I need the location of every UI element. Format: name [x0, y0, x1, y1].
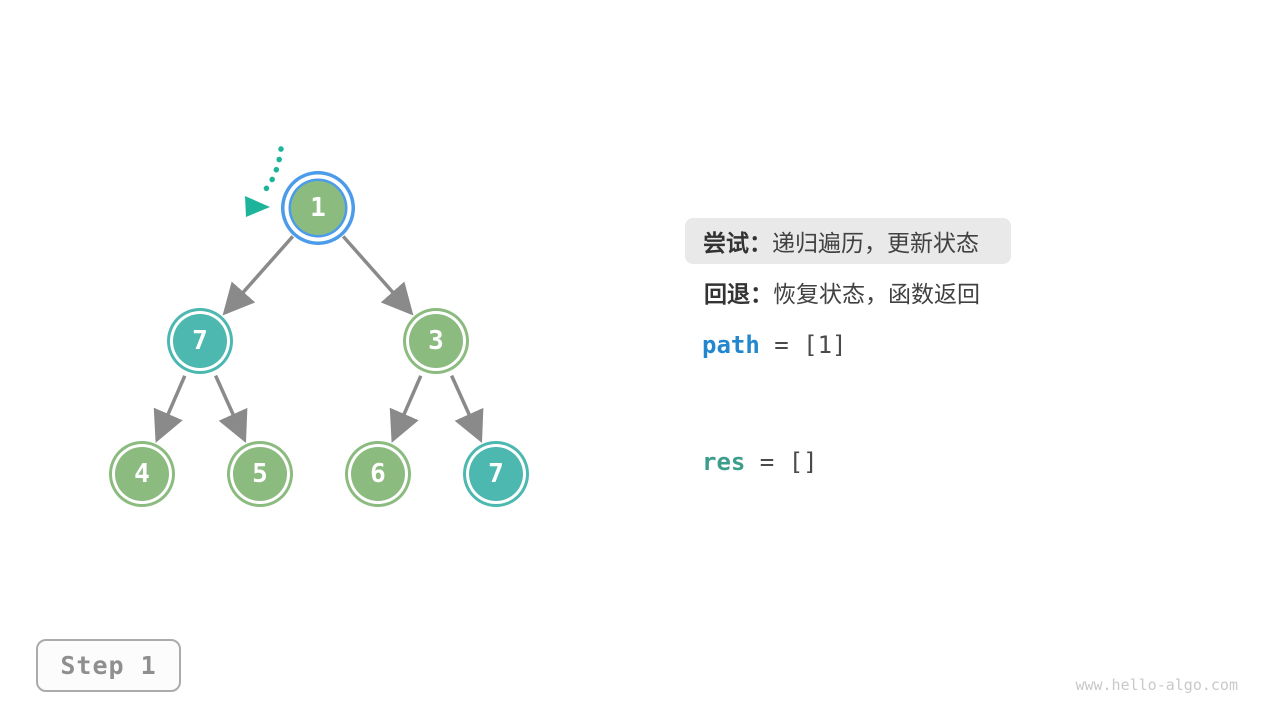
tree-node-7: 7 — [173, 314, 227, 368]
path-variable-name: path — [702, 331, 760, 359]
tree-edge — [153, 375, 187, 443]
path-variable-value: = [1] — [759, 331, 847, 359]
path-variable-row: path = [1] — [702, 331, 847, 359]
pointer-dotted-trail — [258, 146, 284, 197]
tree-node-3: 3 — [409, 314, 463, 368]
tree-node-4: 4 — [115, 447, 169, 501]
pointer-arrowhead-icon — [245, 196, 270, 217]
legend-try-row: 尝试：递归遍历，更新状态 — [685, 218, 1011, 264]
back-label: 回退： — [704, 281, 773, 307]
res-variable-name: res — [702, 448, 746, 476]
tree-node-6: 6 — [351, 447, 405, 501]
tree-node-5: 5 — [233, 447, 287, 501]
tree-node-label: 3 — [428, 326, 444, 356]
tree-node-label: 5 — [252, 459, 268, 489]
step-badge-label: Step 1 — [60, 651, 157, 680]
tree-node-label: 4 — [134, 459, 150, 489]
try-text: 递归遍历，更新状态 — [772, 230, 979, 256]
tree-node-label: 7 — [192, 326, 208, 356]
try-label: 尝试： — [703, 230, 772, 256]
back-text: 恢复状态，函数返回 — [773, 281, 980, 307]
res-variable-row: res = [] — [702, 448, 818, 476]
tree-node-label: 1 — [310, 193, 326, 223]
tree-edge — [389, 375, 423, 443]
tree-edge — [214, 374, 248, 443]
tree-edge — [341, 235, 414, 316]
step-badge: Step 1 — [36, 639, 181, 692]
current-node-pointer-arrow — [245, 146, 284, 217]
watermark: www.hello-algo.com — [1075, 676, 1238, 694]
tree-edge — [450, 374, 484, 443]
res-variable-value: = [] — [745, 448, 818, 476]
tree-node-1-current: 1 — [291, 181, 345, 235]
tree-node-label: 7 — [488, 459, 504, 489]
tree-node-label: 6 — [370, 459, 386, 489]
legend-back-row: 回退：恢复状态，函数返回 — [686, 269, 998, 315]
tree-edge — [222, 235, 295, 316]
tree-node-7: 7 — [469, 447, 523, 501]
